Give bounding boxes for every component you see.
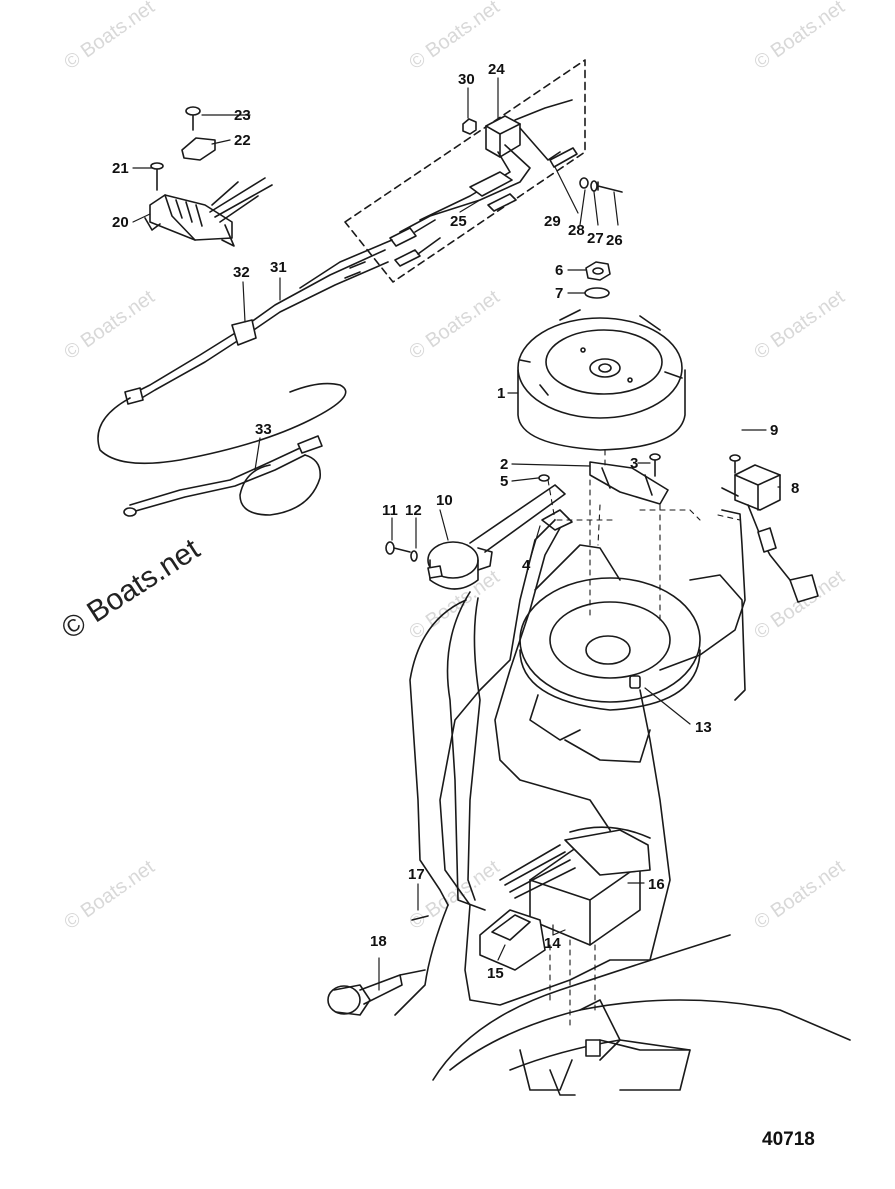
- watermark-1: © Boats.net: [60, 0, 159, 74]
- callout-28: 28: [568, 222, 585, 239]
- callout-22: 22: [234, 132, 251, 149]
- callout-14: 14: [544, 935, 561, 952]
- part-33-wire-loop: [97, 382, 347, 517]
- part-5-screw: [538, 474, 550, 482]
- part-3-screw: [649, 453, 661, 477]
- part-20-block: [144, 177, 273, 247]
- callout-labels: 1 2 3 4 5 6 7 8 9 10 11 12 13 14 15 16 1…: [112, 61, 799, 982]
- part-25-fuse: [469, 171, 517, 212]
- part-15-bracket: [479, 909, 546, 971]
- wire-connectors: [389, 219, 441, 267]
- part-13-grommet: [629, 675, 641, 689]
- callout-33: 33: [255, 421, 272, 438]
- part-17-pin: [411, 915, 429, 921]
- figure-number: 40718: [762, 1129, 815, 1150]
- callout-29: 29: [544, 213, 561, 230]
- callout-21: 21: [112, 160, 129, 177]
- part-1-flywheel: [517, 309, 686, 451]
- callout-27: 27: [587, 230, 604, 247]
- part-28-washer: [579, 177, 589, 189]
- part-8-coil: [721, 464, 781, 511]
- part-30-nut: [462, 118, 477, 135]
- callout-13: 13: [695, 719, 712, 736]
- callout-18: 18: [370, 933, 387, 950]
- part-12-washer: [410, 550, 418, 562]
- part-11-screw: [385, 541, 411, 555]
- callout-16: 16: [648, 876, 665, 893]
- callout-24: 24: [488, 61, 505, 78]
- callout-1: 1: [497, 385, 505, 402]
- callout-6: 6: [555, 262, 563, 279]
- alignment-lines: [547, 449, 741, 1031]
- part-6-nut: [585, 261, 611, 281]
- callout-31: 31: [270, 259, 287, 276]
- callout-12: 12: [405, 502, 422, 519]
- part-21-screw: [150, 162, 164, 191]
- dashed-group-box: [344, 59, 586, 283]
- watermark-layer: © Boats.net © Boats.net © Boats.net © Bo…: [56, 0, 849, 934]
- part-10-ignition-coil: [427, 484, 566, 590]
- callout-15: 15: [487, 965, 504, 982]
- part-26-screw: [597, 181, 623, 193]
- part-9-screw: [729, 454, 741, 474]
- callout-30: 30: [458, 71, 475, 88]
- callout-4: 4: [522, 557, 531, 574]
- callout-20: 20: [112, 214, 129, 231]
- watermark-5: © Boats.net: [405, 286, 504, 364]
- spark-lead: [659, 504, 819, 671]
- callout-2: 2: [500, 456, 508, 473]
- watermark-6: © Boats.net: [750, 286, 849, 364]
- callout-26: 26: [606, 232, 623, 249]
- watermark-9: © Boats.net: [60, 856, 159, 934]
- callout-11: 11: [382, 502, 398, 519]
- callout-32: 32: [233, 264, 250, 281]
- callout-5: 5: [500, 473, 508, 490]
- part-22-clamp: [181, 137, 216, 161]
- watermark-4: © Boats.net: [60, 286, 159, 364]
- lower-housing: [432, 934, 851, 1096]
- callout-8: 8: [791, 480, 799, 497]
- callout-10: 10: [436, 492, 453, 509]
- part-18-switch: [327, 969, 426, 1016]
- stator-plate: [519, 544, 746, 763]
- callout-9: 9: [770, 422, 778, 439]
- watermark-3: © Boats.net: [750, 0, 849, 74]
- callout-25: 25: [450, 213, 467, 230]
- callout-7: 7: [555, 285, 563, 302]
- watermark-11: © Boats.net: [750, 856, 849, 934]
- callout-3: 3: [630, 455, 638, 472]
- part-23-screw: [185, 106, 201, 131]
- callout-17: 17: [408, 866, 425, 883]
- part-2-trigger: [589, 461, 669, 505]
- callout-23: 23: [234, 107, 251, 124]
- part-31-harness: [124, 239, 393, 405]
- part-29-bushing: [549, 147, 578, 168]
- watermark-main: © Boats.net: [56, 532, 206, 646]
- part-27-lockwasher: [590, 180, 598, 192]
- part-16-module: [499, 826, 651, 946]
- part-7-washer: [584, 287, 610, 299]
- leader-lines: [132, 77, 781, 991]
